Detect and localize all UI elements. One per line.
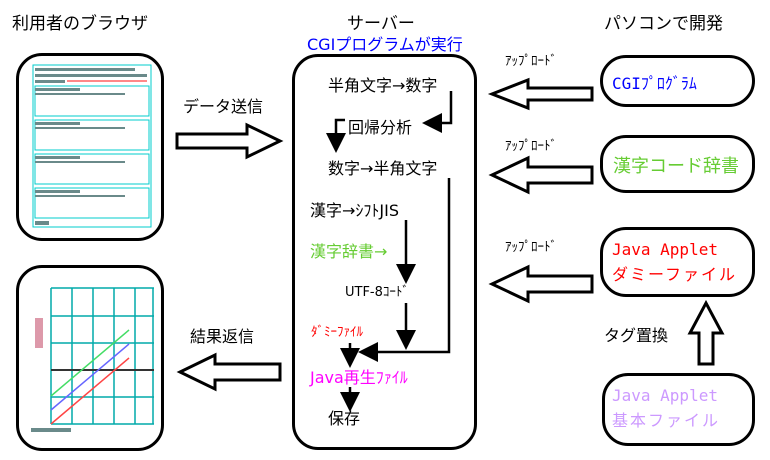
browser-column-title: 利用者のブラウザ <box>12 14 148 34</box>
dummy-file-line2: ダミーファイル <box>612 265 738 284</box>
upload-label-3: ｱｯﾌﾟﾛｰﾄﾞ <box>505 240 557 255</box>
step-regression: 回帰分析 <box>348 118 413 137</box>
browser-chart-box <box>16 265 164 451</box>
upload-arrow-1 <box>487 77 594 111</box>
return-arrow <box>176 352 282 392</box>
cgi-program-box <box>600 55 755 107</box>
dummy-file-box <box>600 227 755 297</box>
step-utf8-code: UTF-8ｺｰﾄﾞ <box>345 285 409 300</box>
server-box <box>292 54 477 450</box>
step-halfwidth-to-number: 半角文字→数字 <box>328 76 438 95</box>
data-send-label: データ送信 <box>183 97 264 116</box>
step-kanji-to-sjis: 漢字→ｼﾌﾄJIS <box>310 201 400 220</box>
form-screenshot-thumbnail <box>32 64 152 228</box>
step-dummy-file: ﾀﾞﾐｰﾌｧｲﾙ <box>311 325 363 340</box>
step-kanji-dict: 漢字辞書→ <box>310 242 388 261</box>
browser-form-box <box>16 53 164 241</box>
cgi-program-label: CGIﾌﾟﾛｸﾞﾗﾑ <box>612 74 697 93</box>
step-number-to-halfwidth: 数字→半角文字 <box>328 159 438 178</box>
result-return-label: 結果返信 <box>190 327 255 346</box>
upload-arrow-3 <box>488 264 594 304</box>
kanji-dict-label: 漢字コード辞書 <box>613 156 739 177</box>
pc-column-title: パソコンで開発 <box>604 14 723 34</box>
step-save: 保存 <box>328 409 361 428</box>
tag-replace-arrow <box>687 299 725 366</box>
flow-step3-to-merge <box>358 178 451 362</box>
step-java-playback-file: Java再生ﾌｧｲﾙ <box>310 368 408 387</box>
upload-label-2: ｱｯﾌﾟﾛｰﾄﾞ <box>505 139 557 154</box>
chart-screenshot-thumbnail <box>29 278 154 433</box>
base-file-box <box>602 373 755 446</box>
base-file-line1: Java Applet <box>612 386 718 405</box>
flow-step2-to-step3 <box>326 118 346 153</box>
send-arrow <box>175 122 284 160</box>
server-column-title: サーバー <box>347 14 415 34</box>
tag-replace-label: タグ置換 <box>604 326 669 345</box>
upload-arrow-2 <box>488 155 594 195</box>
dummy-file-line1: Java Applet <box>612 240 718 259</box>
upload-label-1: ｱｯﾌﾟﾛｰﾄﾞ <box>505 54 557 69</box>
kanji-dict-box <box>600 135 755 193</box>
server-column-subtitle: CGIプログラムが実行 <box>307 35 463 54</box>
flow-step1-to-step2 <box>422 91 453 133</box>
base-file-line2: 基本ファイル <box>612 411 721 430</box>
